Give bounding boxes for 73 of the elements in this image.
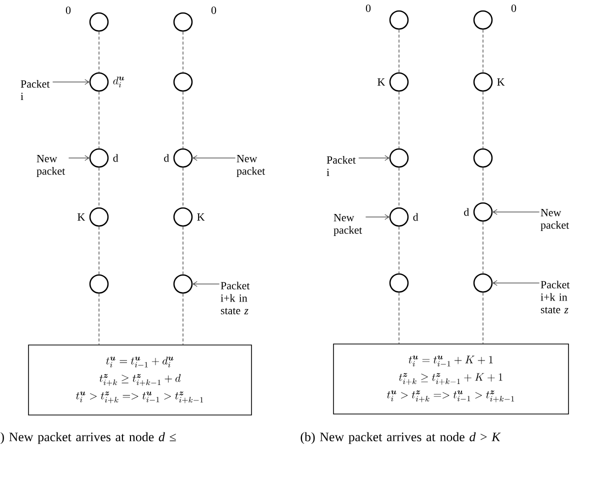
annotation-text: Packet i [20, 80, 50, 100]
node-label: $d_i^{\boldsymbol{u}}$ [113, 76, 124, 88]
arrow [358, 155, 390, 161]
node-circle [473, 273, 493, 293]
node-circle [473, 148, 493, 168]
dashed-line [398, 167, 400, 208]
arrow [192, 281, 220, 287]
node-circle [173, 148, 193, 168]
node-label: 0 [366, 4, 371, 12]
arrow [365, 214, 390, 220]
annotation-text: Packet i [326, 156, 356, 176]
node-circle [173, 12, 193, 32]
node-circle [173, 72, 193, 92]
node-circle [89, 274, 109, 294]
node-circle [389, 207, 409, 227]
node-label: d [464, 208, 470, 216]
node-circle [89, 12, 109, 32]
node-circle [389, 273, 409, 293]
arrow [52, 79, 90, 85]
dashed-line [482, 29, 484, 73]
dashed-line [482, 292, 484, 344]
node-label: 0 [211, 6, 216, 14]
annotation-text: New packet [334, 214, 362, 236]
annotation-text: New packet [236, 155, 266, 177]
subfigure-caption: (b) New packet arrives at node d > K [300, 432, 501, 444]
arrow [192, 155, 236, 161]
node-label: d [113, 154, 118, 162]
node-circle [89, 148, 109, 168]
subfigure-caption: ) New packet arrives at node d ≤ [0, 432, 176, 444]
node-circle [173, 207, 193, 227]
node-circle [473, 72, 493, 92]
annotation-text: Packet i+k in state z [220, 282, 250, 314]
dashed-line [482, 167, 484, 203]
node-circle [89, 207, 109, 227]
annotation-text: Packet i+k in state z [540, 280, 570, 314]
dashed-line [98, 293, 100, 345]
equation-box: $t_i^{\boldsymbol{u}} = t_{i-1}^{\boldsymbol{u}} + d_i^{\boldsymbol{u}}$ $t_{i+k}^{\boldsymbol{z}} \geq t_{i+k-1}^{\boldsymbol{z}} + d$ $t_i^{\boldsymbol{u}} > t_{i+k}^{\boldsymbol{z}} => t_{i-1}^{\boldsymbol{u}} > t_{i+k-1}^{\boldsymbol{z}}$ [28, 344, 252, 416]
dashed-line [182, 31, 184, 73]
node-label: K [378, 78, 386, 86]
node-circle [389, 148, 409, 168]
dashed-line [98, 167, 100, 208]
node-label: K [78, 213, 86, 221]
node-label: d [164, 154, 170, 162]
node-circle [389, 10, 409, 30]
annotation-text: New packet [36, 155, 66, 177]
dashed-line [182, 167, 184, 208]
node-label: d [413, 213, 418, 221]
dashed-line [98, 31, 100, 73]
node-label: K [497, 78, 505, 86]
dashed-line [182, 91, 184, 149]
dashed-line [98, 226, 100, 275]
node-circle [389, 72, 409, 92]
dashed-line [398, 91, 400, 149]
arrow [492, 209, 540, 215]
node-label: K [197, 213, 205, 221]
node-circle [473, 10, 493, 30]
arrow [492, 280, 540, 286]
dashed-line [182, 226, 184, 275]
dashed-line [398, 226, 400, 274]
node-circle [473, 202, 493, 222]
annotation-text: New packet [540, 209, 570, 231]
node-circle [173, 274, 193, 294]
dashed-line [482, 91, 484, 149]
node-label: 0 [66, 6, 71, 14]
dashed-line [98, 91, 100, 149]
dashed-line [398, 29, 400, 73]
dashed-line [182, 293, 184, 345]
node-circle [89, 72, 109, 92]
node-label: 0 [511, 4, 516, 12]
dashed-line [398, 292, 400, 344]
equation-box: $t_i^{\boldsymbol{u}} = t_{i-1}^{\boldsymbol{u}} + K + 1$ $t_{i+k}^{\boldsymbol{z}} \geq t_{i+k-1}^{\boldsymbol{z}} + K + 1$ $t_i^{\boldsymbol{u}} > t_{i+k}^{\boldsymbol{z}} => t_{i-1}^{\boldsymbol{u}} > t_{i+k-1}^{\boldsymbol{z}}$ [333, 344, 569, 414]
arrow [68, 155, 90, 161]
dashed-line [482, 221, 484, 274]
